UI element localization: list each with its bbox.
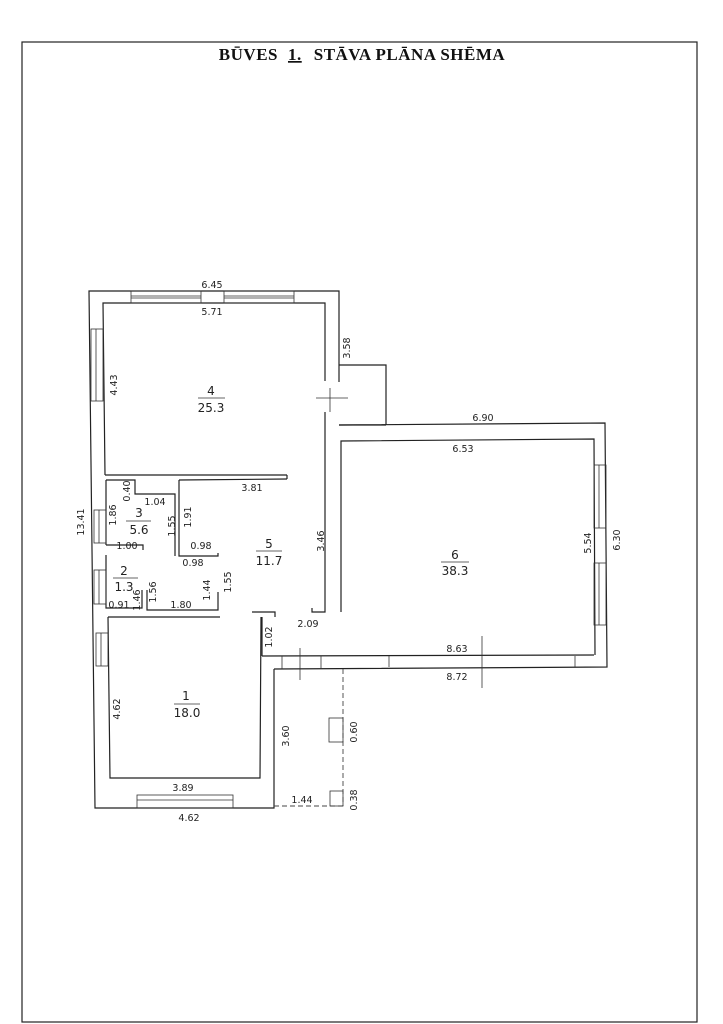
plan-line [340, 438, 596, 656]
dimension-label: 1.46 [132, 589, 143, 610]
plan-line [178, 478, 288, 481]
dimension-label: 1.02 [264, 626, 275, 647]
plan-line [106, 479, 176, 556]
dimension-label: 4.43 [109, 374, 120, 395]
dimension-label: 3.60 [281, 725, 292, 746]
dimension-label: 5.54 [583, 532, 594, 553]
room-label-text: 5 [265, 537, 273, 551]
dimension-label: 0.98 [190, 541, 211, 552]
plan-line [252, 611, 276, 617]
dimension-label: 3.58 [342, 337, 353, 358]
plan-line [261, 654, 595, 657]
walls [88, 290, 608, 809]
plan-line [593, 562, 607, 626]
page-border [21, 41, 698, 1023]
dimension-label: 13.41 [76, 508, 87, 535]
dimension-label: 8.63 [446, 644, 467, 655]
plan-line [106, 544, 144, 550]
dimension-label: 3.89 [172, 783, 193, 794]
windows [90, 290, 607, 809]
dimension-label: 6.30 [612, 529, 623, 550]
plan-line [311, 475, 326, 613]
room-label-text: 38.3 [442, 564, 469, 578]
dimension-label: 1.86 [108, 504, 119, 525]
plan-line [88, 290, 340, 809]
plan-line [95, 632, 109, 667]
dimension-label: 1.55 [223, 571, 234, 592]
plan-line [93, 509, 107, 544]
room-label-text: 2 [120, 564, 128, 578]
room-label-text: 6 [451, 548, 459, 562]
room-6-label: 638.3 [441, 548, 469, 578]
dimension-label: 1.91 [183, 506, 194, 527]
plan-line [130, 290, 202, 304]
plan-line [339, 364, 387, 425]
room-label-text: 18.0 [174, 706, 201, 720]
room-2-label: 21.3 [113, 564, 138, 594]
dimension-label: 6.90 [472, 413, 493, 424]
plan-line [273, 422, 608, 670]
dimension-label: 0.38 [349, 789, 360, 810]
dimension-label: 4.62 [112, 698, 123, 719]
dimension-label: 6.45 [201, 280, 222, 291]
dimension-label: 2.09 [297, 619, 318, 630]
room-label-text: 1 [182, 689, 190, 703]
room-label-text: 11.7 [256, 554, 283, 568]
plan-line [223, 290, 295, 304]
room-labels: 118.0 21.3 35.6 425.3 511.7 638.3 [113, 384, 469, 720]
dimension-label: 0.91 [108, 600, 129, 611]
room-3-label: 35.6 [126, 506, 151, 537]
dimension-label: 1.44 [202, 579, 213, 600]
dimension-label: 0.60 [349, 721, 360, 742]
room-label-text: 4 [207, 384, 215, 398]
column [329, 790, 344, 807]
dimension-label: 1.56 [148, 581, 159, 602]
plan-line [136, 794, 234, 809]
plan-line [146, 590, 219, 611]
plan-line [107, 616, 262, 779]
dimension-label: 1.00 [116, 541, 137, 552]
column [328, 717, 344, 743]
dimension-label: 0.40 [122, 480, 133, 501]
dimension-label: 5.71 [201, 307, 222, 318]
dimension-labels: 6.45 5.71 3.58 4.43 6.90 6.53 6.30 5.54 … [76, 280, 623, 824]
room-label-text: 5.6 [129, 523, 148, 537]
room-5-label: 511.7 [256, 537, 283, 568]
dimension-label: 3.46 [316, 530, 327, 551]
terrace [274, 669, 344, 807]
dimension-label: 0.98 [182, 558, 203, 569]
room-label-text: 3 [135, 506, 143, 520]
room-label-text: 25.3 [198, 401, 225, 415]
dimension-label: 1.04 [144, 497, 165, 508]
plan-line [90, 328, 104, 402]
room-label-text: 1.3 [114, 580, 133, 594]
dimension-label: 1.55 [167, 515, 178, 536]
dimension-label: 3.81 [241, 483, 262, 494]
plan-line [102, 302, 326, 476]
dimension-label: 6.53 [452, 444, 473, 455]
dimension-label: 8.72 [446, 672, 467, 683]
dimension-label: 1.44 [291, 795, 312, 806]
plan-line [93, 569, 107, 605]
dimension-label: 1.80 [170, 600, 191, 611]
room-1-label: 118.0 [174, 689, 201, 720]
dimension-label: 4.62 [178, 813, 199, 824]
plan-line [178, 480, 219, 557]
room-4-label: 425.3 [198, 384, 225, 415]
plan-line [593, 464, 607, 529]
